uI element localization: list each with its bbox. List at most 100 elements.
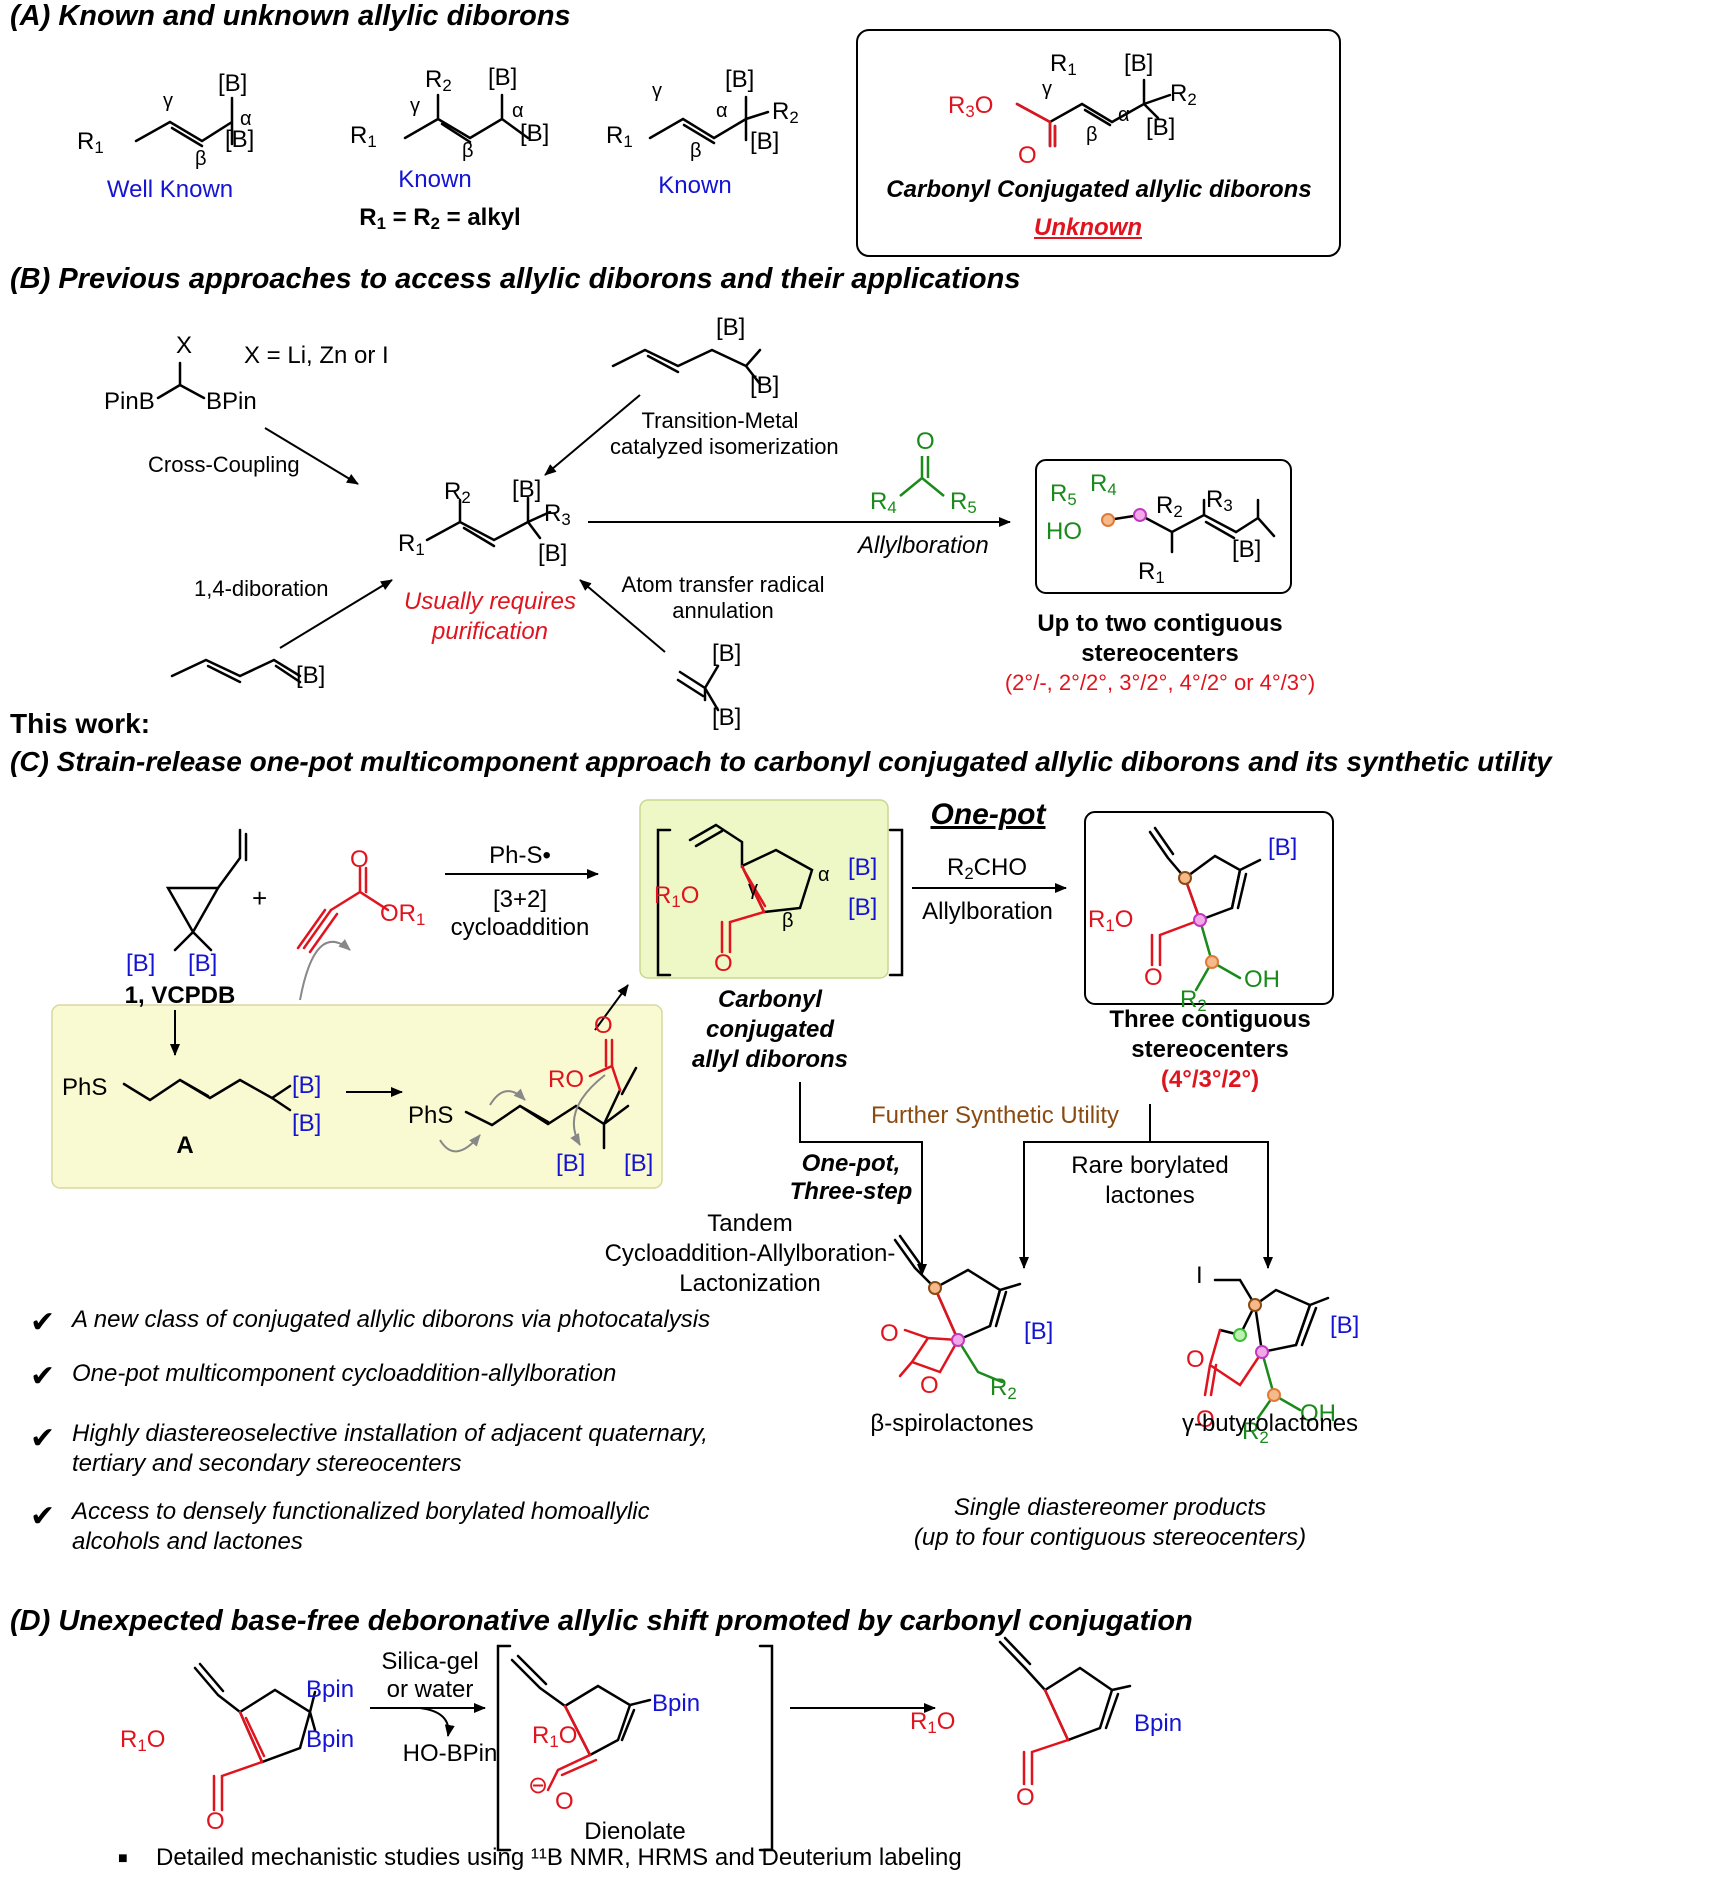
b-vinylidene-bonds: [676, 664, 720, 712]
atom-label: R1: [77, 128, 104, 158]
well-known-label: Well Known: [106, 176, 234, 203]
atom-label: [B]: [750, 372, 780, 399]
silica-gel-2: or water: [386, 1676, 474, 1703]
known-label-2: Known: [658, 172, 732, 199]
atom-label: O: [714, 950, 733, 977]
atom-transfer-1: Atom transfer radical: [621, 572, 825, 597]
atom-label: O: [555, 1788, 574, 1815]
rare-lactones-2: lactones: [1105, 1182, 1195, 1209]
product-label-1: Carbonyl: [717, 986, 822, 1013]
atom-label: γ: [163, 90, 173, 112]
atom-label: [B]: [512, 476, 542, 503]
arrow-radical-to-product: [594, 984, 629, 1031]
product-label-3: allyl diborons: [691, 1046, 849, 1073]
conjugated-diboron-label: Carbonyl Conjugated allylic diborons: [886, 176, 1312, 203]
atom-label: O: [1018, 142, 1037, 169]
bullet-3b: tertiary and secondary stereocenters: [72, 1450, 462, 1477]
section-c-title: (C) Strain-release one-pot multicomponen…: [10, 746, 1552, 777]
unknown-box: [856, 29, 1341, 257]
ph-s-radical: Ph-S•: [489, 842, 551, 869]
atom-label: [B]: [712, 704, 742, 731]
atom-label: R2: [772, 98, 799, 128]
arrow-diboration: [279, 579, 393, 649]
bullet-4a: Access to densely functionalized borylat…: [72, 1498, 650, 1525]
atom-label: [B]: [1146, 114, 1176, 141]
atom-label: α: [240, 108, 252, 130]
atom-label: α: [512, 100, 524, 122]
atom-label: BPin: [206, 388, 257, 415]
bullet-2: One-pot multicomponent cycloaddition-all…: [72, 1360, 617, 1387]
atom-label: R2: [1156, 492, 1183, 522]
atom-label: [B]: [520, 120, 550, 147]
arrow-lactone-left: [799, 1082, 927, 1276]
atom-label: R1O: [120, 1726, 166, 1756]
atom-label: O: [594, 1012, 613, 1039]
section-a-title: (A) Known and unknown allylic diborons: [10, 0, 571, 32]
mechanistic-note: Detailed mechanistic studies using ¹¹B N…: [156, 1844, 962, 1871]
atom-label: O: [206, 1808, 225, 1835]
tandem-3: Lactonization: [679, 1270, 821, 1297]
atom-label: [B]: [1268, 834, 1298, 861]
atom-label: R5: [1050, 480, 1077, 510]
atom-label: R1: [1050, 50, 1077, 80]
three-contig-3: (4°/3°/2°): [1160, 1066, 1260, 1093]
atom-label: ⊖: [528, 1772, 549, 1799]
mechanism-highlight-box: [51, 1004, 663, 1189]
atom-label: R1: [398, 530, 425, 560]
atom-label: R3O: [948, 92, 994, 122]
c-vcpdb-bonds: [165, 828, 248, 952]
atom-label: β: [195, 148, 207, 170]
three-contig-1: Three contiguous: [1109, 1006, 1311, 1033]
allylboration-product-box: [1035, 459, 1292, 594]
atom-label: R4: [1090, 470, 1117, 500]
section-b-title: (B) Previous approaches to access allyli…: [10, 263, 1021, 295]
atom-label: [B]: [292, 1072, 322, 1099]
tm-isomerization-1: Transition-Metal: [641, 408, 799, 433]
atom-label: [B]: [556, 1150, 586, 1177]
atom-label: I: [1196, 1262, 1203, 1289]
atom-label: [B]: [126, 950, 156, 977]
allylboration-label-c: Allylboration: [922, 898, 1053, 925]
atom-label: α: [716, 100, 728, 122]
d-bracket: [496, 1644, 774, 1852]
three-contig-2: stereocenters: [1131, 1036, 1289, 1063]
atom-label: [B]: [624, 1150, 654, 1177]
atom-label: β: [462, 140, 474, 162]
check-icon: ✔: [30, 1360, 56, 1393]
atom-label: O: [880, 1320, 899, 1347]
cycloaddition-label-a: [3+2]: [492, 886, 548, 913]
check-icon: ✔: [30, 1422, 56, 1455]
section-d-title: (D) Unexpected base-free deboronative al…: [10, 1605, 1193, 1637]
arrow-isomerization: [544, 394, 641, 476]
rare-lactones-1: Rare borylated: [1071, 1152, 1229, 1179]
cross-coupling-label: Cross-Coupling: [148, 452, 300, 477]
one-pot-label: One-pot: [930, 798, 1046, 831]
single-diastereomer-2: (up to four contiguous stereocenters): [913, 1524, 1307, 1551]
dienolate-label: Dienolate: [584, 1818, 686, 1845]
tm-isomerization-2: catalyzed isomerization: [610, 434, 839, 459]
atom-label: γ: [1042, 78, 1052, 100]
atom-label: [B]: [716, 314, 746, 341]
bullet-1: A new class of conjugated allylic diboro…: [72, 1306, 711, 1333]
one-pot-three-step-2: Three-step: [789, 1178, 913, 1205]
atom-label: [B]: [848, 854, 878, 881]
atom-label: O: [1144, 964, 1163, 991]
atom-label: O: [1016, 1784, 1035, 1811]
intermediate-a-label: A: [176, 1132, 194, 1159]
atom-label: α: [818, 864, 830, 886]
square-bullet-icon: ■: [118, 1850, 128, 1867]
atom-label: OH: [1244, 966, 1280, 993]
purification-2: purification: [431, 618, 549, 645]
atom-label: O: [350, 846, 369, 873]
b-product-bonds: [1106, 498, 1276, 554]
atom-label: OH: [1300, 1400, 1336, 1427]
atom-label: [B]: [1124, 50, 1154, 77]
atom-label: R5: [950, 488, 977, 518]
atom-label: β: [690, 140, 702, 162]
cycloaddition-label-b: cycloaddition: [450, 914, 590, 941]
atom-label: O: [1186, 1346, 1205, 1373]
allylboration-label-b: Allylboration: [858, 532, 989, 559]
bullet-3a: Highly diastereoselective installation o…: [72, 1420, 708, 1447]
atom-label: Bpin: [306, 1676, 355, 1703]
